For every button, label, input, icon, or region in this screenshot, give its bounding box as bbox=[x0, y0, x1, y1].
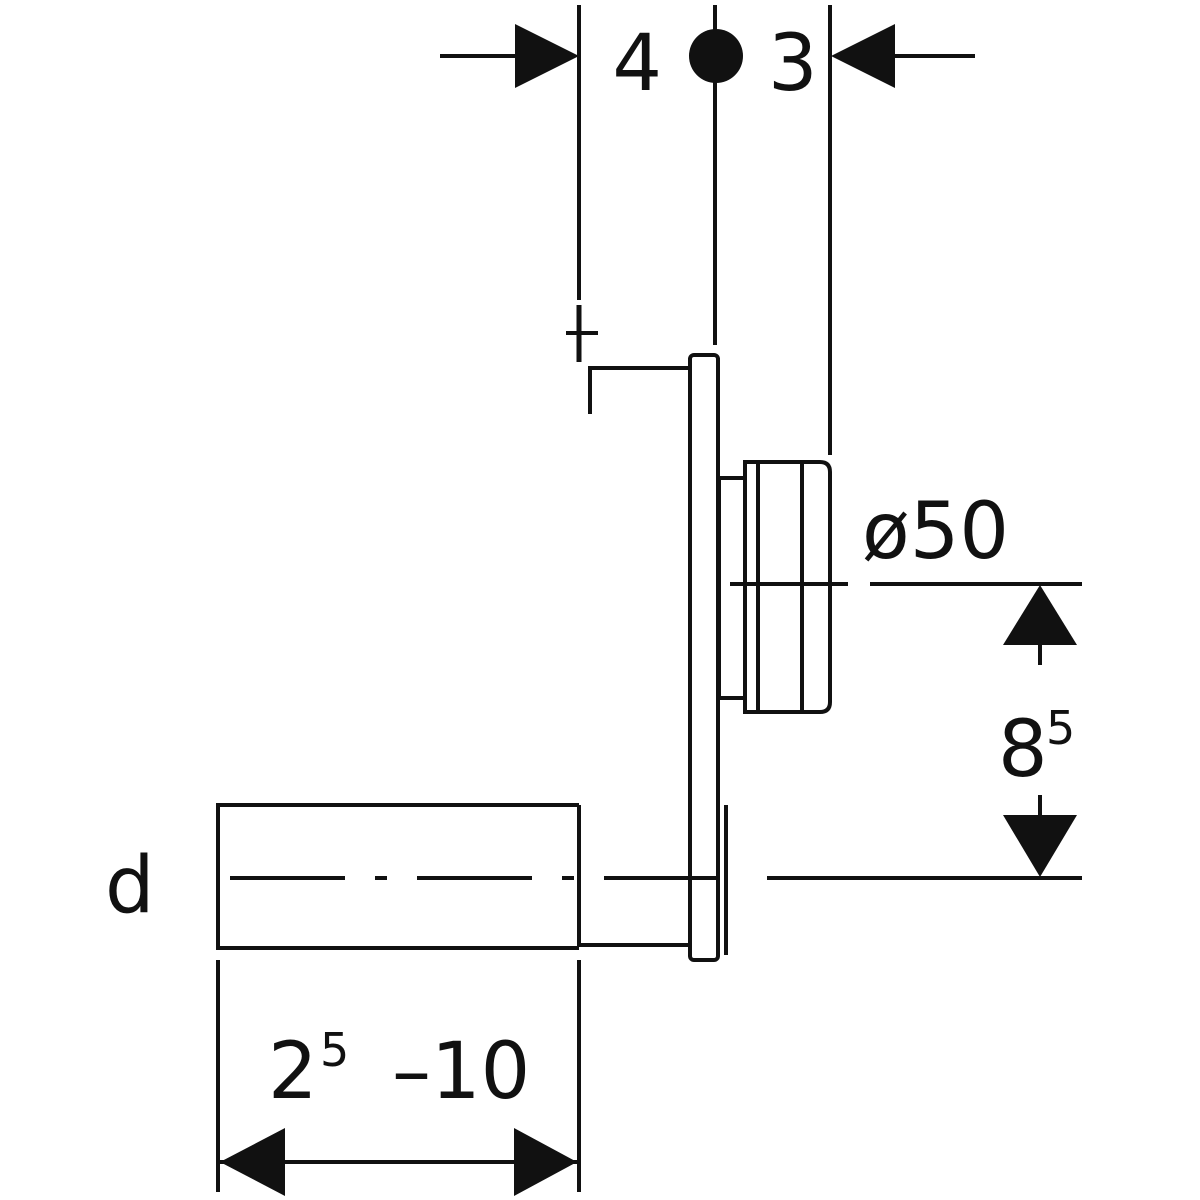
dimension-labels: 4 3 ø50 8 5 2 5 –10 d bbox=[105, 19, 1075, 1117]
cover-flange bbox=[688, 353, 720, 962]
trap-body bbox=[577, 366, 692, 947]
outlet-socket bbox=[717, 476, 747, 700]
outlet-spigot bbox=[743, 460, 832, 714]
width-range-label: –10 bbox=[392, 1027, 530, 1117]
height-label: 8 bbox=[998, 705, 1048, 795]
arrow-left bbox=[831, 24, 895, 88]
dimension-arrows bbox=[220, 24, 1077, 1196]
arrow-right-bottom bbox=[514, 1128, 577, 1196]
width-label-superscript: 5 bbox=[320, 1023, 349, 1077]
height-label-superscript: 5 bbox=[1046, 701, 1075, 755]
arrow-down bbox=[1003, 815, 1077, 877]
drawing-lines bbox=[216, 5, 1082, 1192]
arrow-up bbox=[1003, 585, 1077, 645]
inlet-pipe bbox=[216, 803, 579, 950]
dimension-label-right: 3 bbox=[768, 19, 818, 109]
center-point bbox=[689, 29, 743, 83]
arrow-right bbox=[515, 24, 579, 88]
arrow-left-bottom bbox=[220, 1128, 285, 1196]
diameter-label: ø50 bbox=[862, 487, 1009, 577]
pipe-size-label: d bbox=[105, 841, 155, 931]
width-label: 2 bbox=[268, 1027, 318, 1117]
dimension-label-left: 4 bbox=[612, 19, 662, 109]
